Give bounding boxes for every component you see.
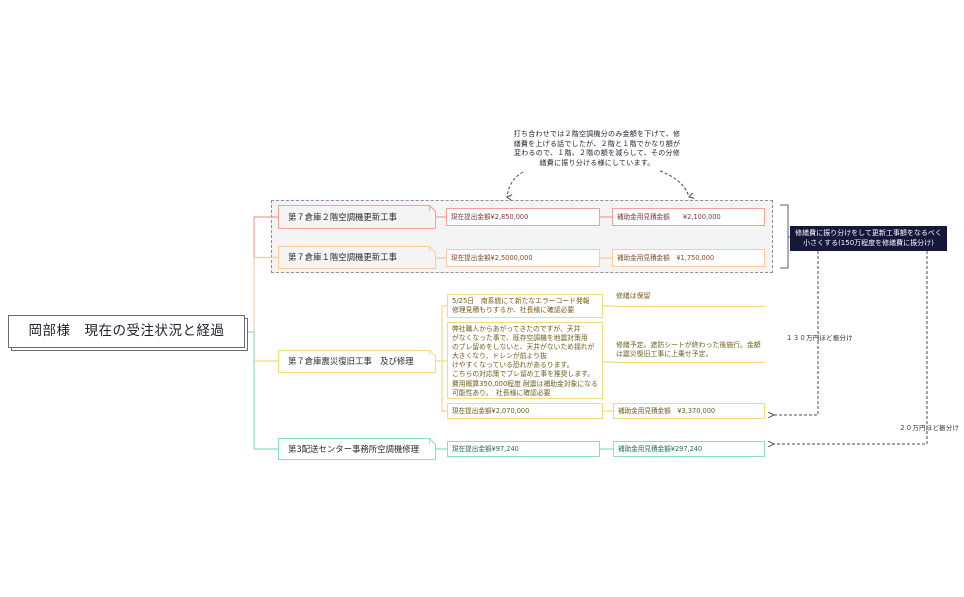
subtopic-label: 補助金用見積金額 ¥2,100,000: [617, 213, 721, 221]
subtopic-subsidy-estimate[interactable]: 補助金用見積金額 ¥3,370,000: [613, 403, 765, 419]
subtopic-label: 現在提出金額¥2,5000,000: [451, 254, 533, 262]
subtopic-label: 現在提出金額¥2,850,000: [451, 213, 529, 221]
relationship-20man: [773, 251, 928, 444]
relationship-comment-left: [507, 171, 524, 197]
topic-warehouse7-2f-ac-replacement[interactable]: 第７倉庫２階空調機更新工事: [278, 205, 436, 229]
subtopic-subsidy-estimate[interactable]: 補助金用見積金額 ¥1,750,000: [612, 249, 765, 267]
subtopic-note-error-code[interactable]: 5/25日 南系統にて新たなエラーコード発報 修理見積もりするか、社長様に確認必…: [447, 294, 603, 318]
topic-label: 第3配送センター事務所空調機修理: [288, 444, 419, 454]
relationship-comment-right: [659, 170, 689, 197]
summary-topic[interactable]: 修繕費に振り分けをして更新工事額をなるべく 小さくする(150万程度を修繕費に振…: [790, 226, 947, 251]
topic-distribution-center3-office-ac-repair[interactable]: 第3配送センター事務所空調機修理: [278, 438, 436, 460]
followup-repair-planned[interactable]: 修繕予定。遮防シートが終わった後施行。金額 は震災復旧工事に上乗せ予定。: [613, 341, 765, 363]
subtopic-current-amount[interactable]: 現在提出金額¥97,240: [447, 441, 600, 457]
subtopic-label: 現在提出金額¥97,240: [452, 445, 519, 453]
relationship-label-130man[interactable]: １３０万円ほど振分け: [786, 334, 853, 342]
subtopic-current-amount[interactable]: 現在提出金額¥2,850,000: [446, 208, 600, 226]
callout-comment[interactable]: 打ち合わせでは２階空調機分のみ金額を下げて、修 繕費を上げる話でしたが、２階と１…: [513, 130, 681, 168]
subtopic-label: 補助金用見積金額 ¥1,750,000: [617, 254, 715, 262]
subtopic-subsidy-estimate[interactable]: 補助金用見積金額¥297,240: [613, 441, 765, 457]
subtopic-label: 補助金用見積金額¥297,240: [618, 445, 703, 453]
root-topic-label: 岡部様 現在の受注状況と経過: [28, 323, 225, 339]
subtopic-label: 補助金用見積金額 ¥3,370,000: [618, 407, 716, 415]
topic-warehouse7-1f-ac-replacement[interactable]: 第７倉庫１階空調機更新工事: [278, 246, 436, 269]
relationship-label-20man[interactable]: ２０万円ほど振分け: [899, 424, 960, 432]
subtopic-current-amount[interactable]: 現在提出金額¥2,070,000: [447, 403, 603, 419]
followup-repair-on-hold[interactable]: 修繕は保留: [613, 292, 765, 307]
topic-label: 第７倉庫震災復旧工事 及び修理: [288, 356, 414, 366]
trunk-teal: [248, 331, 278, 450]
subtopic-current-amount[interactable]: 現在提出金額¥2,5000,000: [446, 249, 600, 267]
subtopic-note-brace-work[interactable]: 弊社職人からあがってきたのですが、天井 がなくなった事で、既存空調機を地震対策用…: [447, 322, 603, 399]
topic-warehouse7-earthquake-restoration[interactable]: 第７倉庫震災復旧工事 及び修理: [278, 350, 436, 373]
topic-label: 第７倉庫２階空調機更新工事: [288, 212, 397, 222]
subtopic-label: 現在提出金額¥2,070,000: [452, 407, 530, 415]
topic-label: 第７倉庫１階空調機更新工事: [288, 252, 397, 262]
root-topic[interactable]: 岡部様 現在の受注状況と経過: [8, 315, 245, 348]
subtopic-subsidy-estimate[interactable]: 補助金用見積金額 ¥2,100,000: [612, 208, 765, 226]
